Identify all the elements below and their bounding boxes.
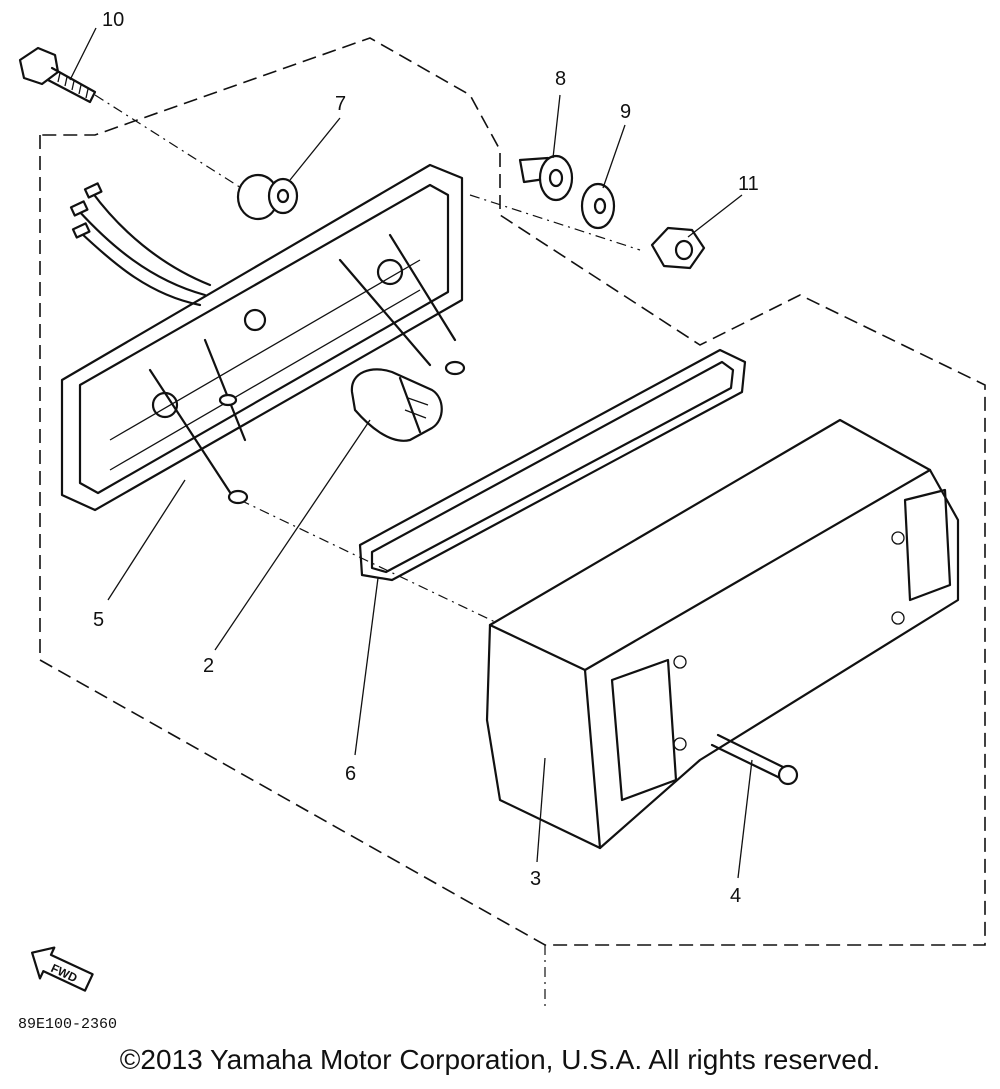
washer-part-9 <box>580 182 616 230</box>
assembly-boundary <box>39 37 986 946</box>
alignment-line-nut <box>469 194 641 251</box>
callout-2: 2 <box>203 655 214 677</box>
drawing-code: 89E100-2360 <box>18 1016 117 1033</box>
callout-10: 10 <box>102 9 124 31</box>
alignment-line-bolt <box>94 94 261 201</box>
bulb-part-2 <box>350 368 443 442</box>
callout-6: 6 <box>345 763 356 785</box>
callout-11: 11 <box>738 173 759 195</box>
callout-9: 9 <box>620 101 631 123</box>
callout-3: 3 <box>530 868 541 890</box>
nut-part-11 <box>650 226 706 270</box>
bolt-part-10 <box>18 46 97 104</box>
callout-4: 4 <box>730 885 741 907</box>
leader-lines <box>69 27 753 879</box>
exploded-parts-diagram: 10 7 8 9 11 5 2 6 3 4 FWD 89E100-2360 <box>18 9 986 1033</box>
lamp-base-part-5 <box>60 163 466 512</box>
fwd-arrow-icon: FWD <box>30 946 94 992</box>
grommet-part-7 <box>236 173 299 221</box>
gasket-part-6 <box>358 348 747 582</box>
callout-8: 8 <box>555 68 566 90</box>
lens-part-3 <box>485 418 960 850</box>
copyright-notice: ©2013 Yamaha Motor Corporation, U.S.A. A… <box>119 1044 881 1075</box>
screw-part-4 <box>710 733 799 786</box>
wire-leads <box>69 182 212 307</box>
collar-part-8 <box>518 154 574 202</box>
callout-5: 5 <box>93 609 104 631</box>
callout-7: 7 <box>335 93 346 115</box>
